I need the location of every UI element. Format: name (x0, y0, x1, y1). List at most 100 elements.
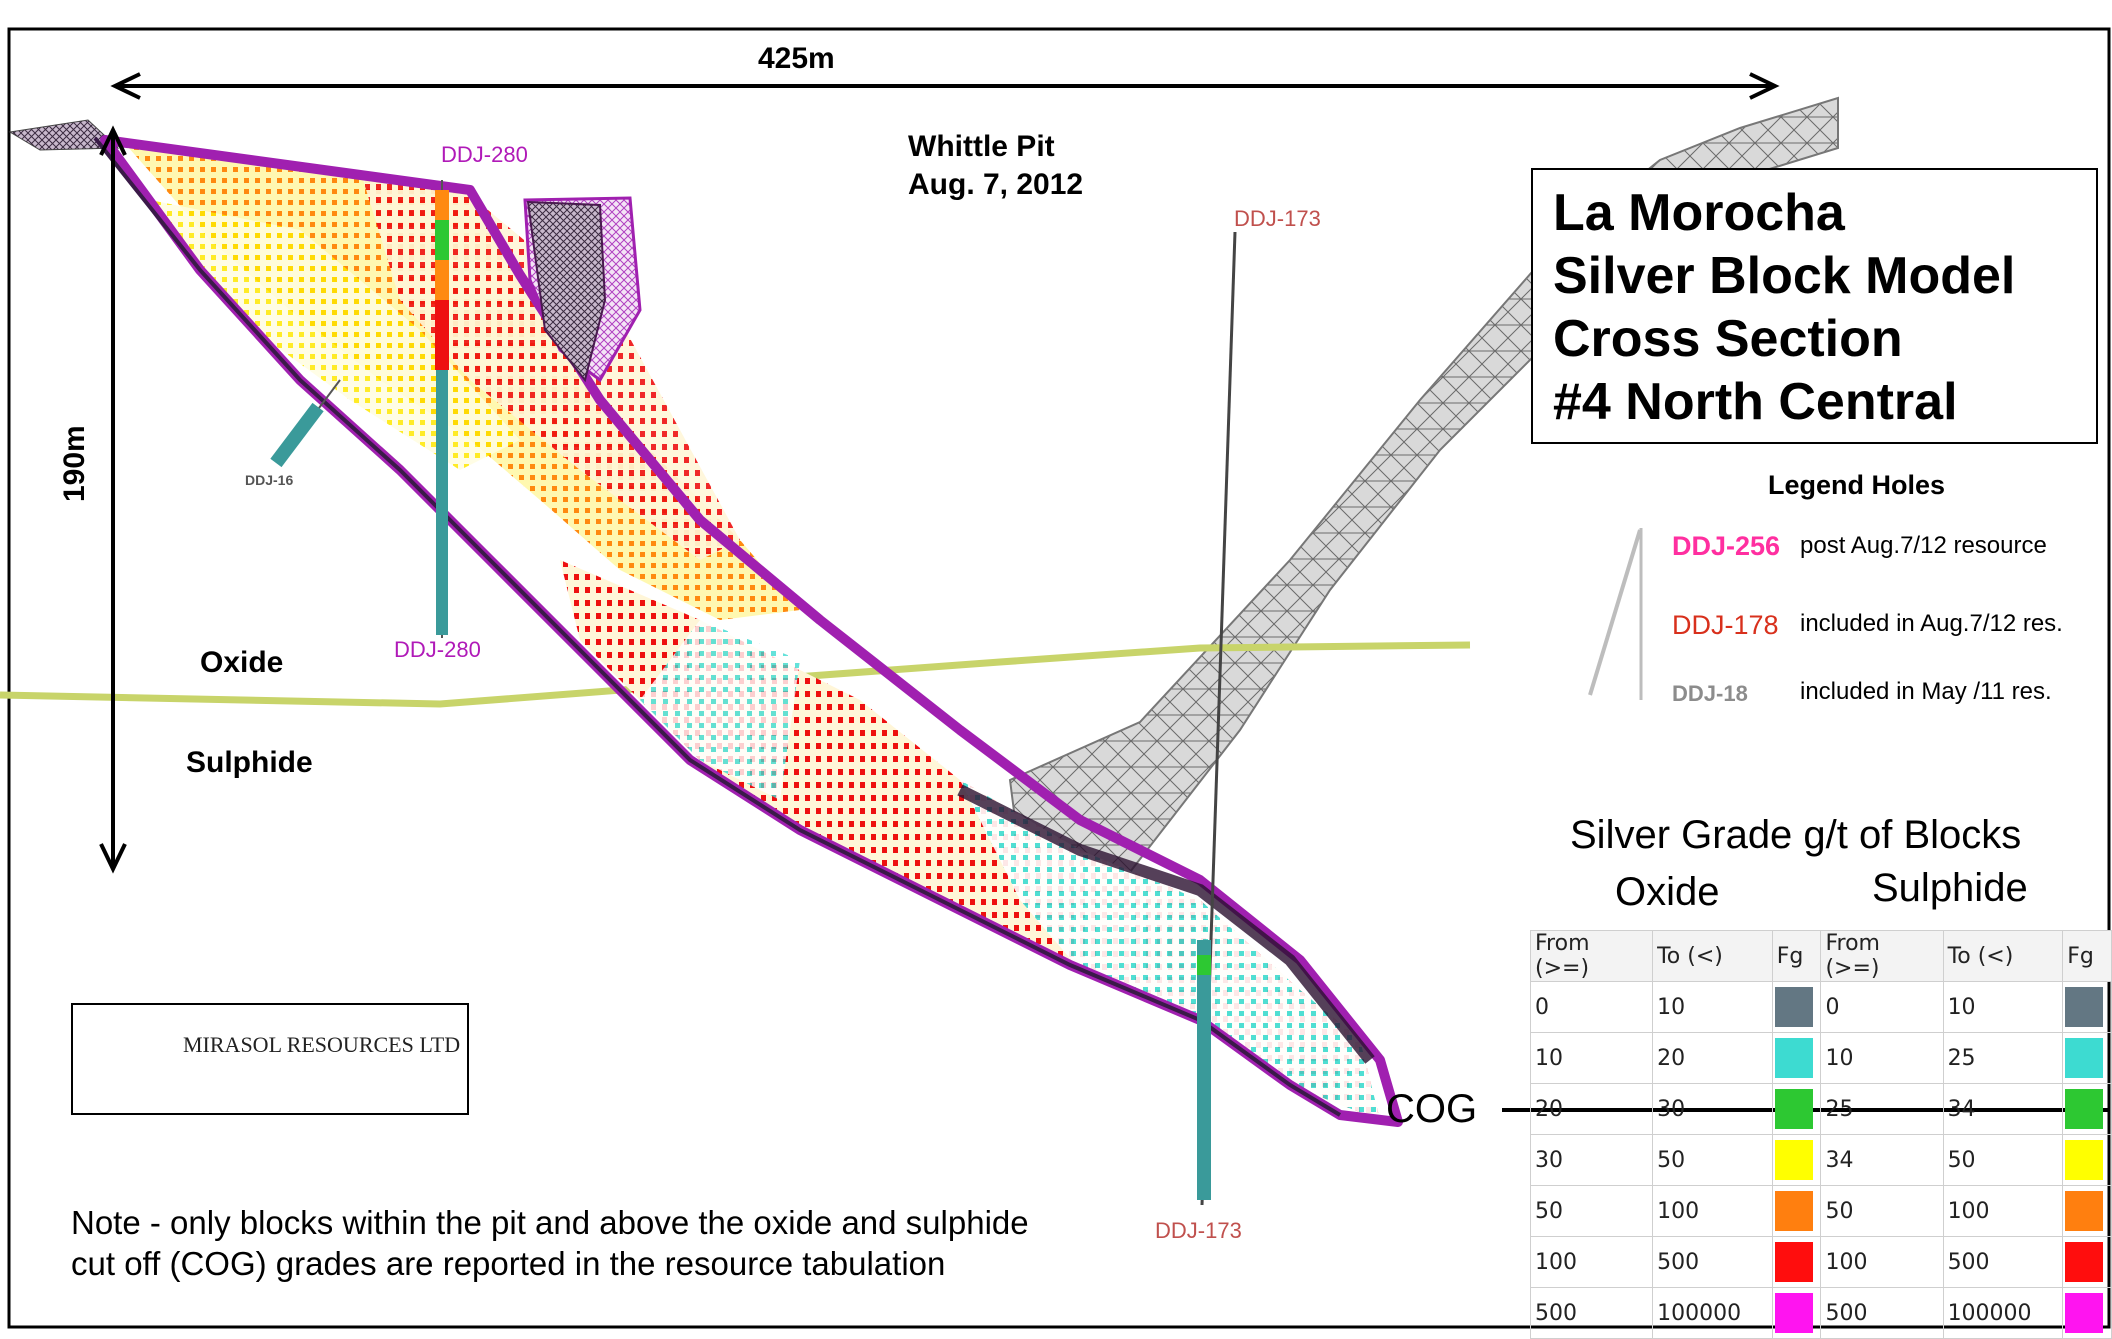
title-box: La Morocha Silver Block Model Cross Sect… (1531, 168, 2098, 444)
oxide-label: Oxide (200, 646, 284, 679)
cell-oxide-swatch (1771, 981, 1822, 1033)
title-line2: Silver Block Model (1553, 247, 2016, 305)
grade-color-swatch (1774, 1242, 1813, 1282)
upper-mesh-wedge-inner (526, 200, 607, 383)
figure-border (7, 27, 2111, 1329)
grade-color-swatch (2065, 1293, 2104, 1333)
grade-color-swatch (1774, 1140, 1813, 1180)
cell-sulphide-swatch (2062, 1236, 2112, 1288)
legend-hole-line-slanted (1588, 529, 1642, 696)
hole-label-ddj280-bottom: DDJ-280 (394, 637, 481, 662)
grade-color-swatch (1774, 1038, 1813, 1078)
cell-sulphide-from: 10 (1820, 1032, 1944, 1084)
cell-sulphide-swatch (2062, 1185, 2112, 1237)
hole-label-ddj16: DDJ-16 (245, 472, 294, 488)
grade-color-swatch (1774, 1089, 1813, 1129)
cell-oxide-to: 100000 (1652, 1287, 1773, 1339)
depth-dimension-arrow (99, 125, 127, 874)
cell-oxide-swatch (1771, 1134, 1822, 1186)
cell-sulphide-to: 100 (1942, 1185, 2064, 1237)
drill-hole-ddj16 (270, 379, 341, 468)
cell-sulphide-swatch (2062, 1134, 2112, 1186)
cell-sulphide-to: 50 (1942, 1134, 2064, 1186)
legend-hole-3-desc: included in May /11 res. (1800, 678, 2052, 705)
cell-sulphide-to: 34 (1942, 1083, 2064, 1135)
hole-label-ddj173-top: DDJ-173 (1234, 206, 1321, 231)
grade-legend-sulphide-heading: Sulphide (1872, 866, 2028, 910)
pit-shell-right-wall (1008, 96, 1839, 874)
oxide-sulphide-boundary (0, 641, 1471, 708)
cell-oxide-from: 100 (1529, 1236, 1654, 1288)
orebody-yellow-zone (150, 200, 520, 470)
grade-color-swatch (2065, 1038, 2104, 1078)
grade-color-swatch (1774, 1293, 1813, 1333)
grade-color-swatch (2065, 987, 2104, 1027)
orebody-footwall-band (957, 784, 1375, 1064)
cell-sulphide-swatch (2062, 1083, 2112, 1135)
cell-sulphide-swatch (2062, 1032, 2112, 1084)
company-name: MIRASOL RESOURCES LTD (183, 1032, 461, 1057)
cell-oxide-to: 10 (1652, 981, 1773, 1033)
grade-color-swatch (2065, 1242, 2104, 1282)
cell-oxide-from: 20 (1529, 1083, 1654, 1135)
cell-oxide-from: 10 (1529, 1032, 1654, 1084)
cell-sulphide-swatch (2062, 1287, 2112, 1339)
cell-sulphide-to: 100000 (1942, 1287, 2064, 1339)
cell-sulphide-from: 500 (1820, 1287, 1944, 1339)
cell-oxide-swatch (1771, 1083, 1822, 1135)
orebody-red-zone (360, 170, 740, 560)
legend-hole-2-id: DDJ-178 (1672, 610, 1779, 640)
grade-color-swatch (1774, 987, 1813, 1027)
legend-hole-3-id: DDJ-18 (1672, 681, 1748, 706)
cell-sulphide-from: 34 (1820, 1134, 1944, 1186)
header-oxide-from: From (>=) (1529, 930, 1654, 982)
cell-oxide-swatch (1771, 1032, 1822, 1084)
note-line1: Note - only blocks within the pit and ab… (71, 1204, 1029, 1241)
title-line3: Cross Section (1553, 310, 1903, 368)
legend-hole-1-desc: post Aug.7/12 resource (1800, 532, 2047, 559)
legend-hole-2-desc: included in Aug.7/12 res. (1800, 610, 2063, 637)
legend-holes-heading: Legend Holes (1768, 470, 1946, 500)
cell-sulphide-from: 0 (1820, 981, 1944, 1033)
company-logo-box: MIRASOL RESOURCES LTD (71, 1003, 469, 1115)
header-sulphide-fg: Fg (2062, 930, 2112, 982)
cell-oxide-swatch (1771, 1236, 1822, 1288)
cell-oxide-from: 50 (1529, 1185, 1654, 1237)
grade-table-header-row: From (>=) To (<) Fg From (>=) To (<) Fg (1529, 930, 2112, 982)
pit-title-line1: Whittle Pit (908, 130, 1055, 163)
cell-oxide-to: 500 (1652, 1236, 1773, 1288)
title-line1: La Morocha (1553, 184, 1845, 242)
drill-hole-ddj280 (435, 180, 449, 638)
legend-hole-1-id: DDJ-256 (1672, 531, 1781, 561)
pit-title-line2: Aug. 7, 2012 (908, 168, 1084, 201)
header-sulphide-from: From (>=) (1820, 930, 1944, 982)
cell-sulphide-to: 25 (1942, 1032, 2064, 1084)
width-dimension-arrow (110, 72, 1780, 100)
pit-shell-left-cap (8, 119, 120, 151)
depth-dimension-label: 190m (58, 425, 91, 502)
cell-sulphide-from: 100 (1820, 1236, 1944, 1288)
header-oxide-fg: Fg (1771, 930, 1822, 982)
grade-legend-title: Silver Grade g/t of Blocks (1570, 813, 2022, 857)
cell-oxide-to: 100 (1652, 1185, 1773, 1237)
cell-oxide-swatch (1771, 1287, 1822, 1339)
cell-oxide-to: 20 (1652, 1032, 1773, 1084)
cell-sulphide-to: 500 (1942, 1236, 2064, 1288)
grade-legend-table: From (>=) To (<) Fg From (>=) To (<) Fg … (1529, 930, 2112, 1339)
header-oxide-to: To (<) (1652, 930, 1773, 982)
grade-color-swatch (2065, 1089, 2104, 1129)
grade-color-swatch (2065, 1191, 2104, 1231)
grade-color-swatch (1774, 1191, 1813, 1231)
cog-label: COG (1386, 1087, 1478, 1131)
cell-sulphide-from: 50 (1820, 1185, 1944, 1237)
note-line2: cut off (COG) grades are reported in the… (71, 1245, 946, 1282)
cell-oxide-from: 0 (1529, 981, 1654, 1033)
width-dimension-label: 425m (758, 42, 835, 75)
cell-oxide-from: 500 (1529, 1287, 1654, 1339)
hole-label-ddj280-top: DDJ-280 (441, 142, 528, 167)
